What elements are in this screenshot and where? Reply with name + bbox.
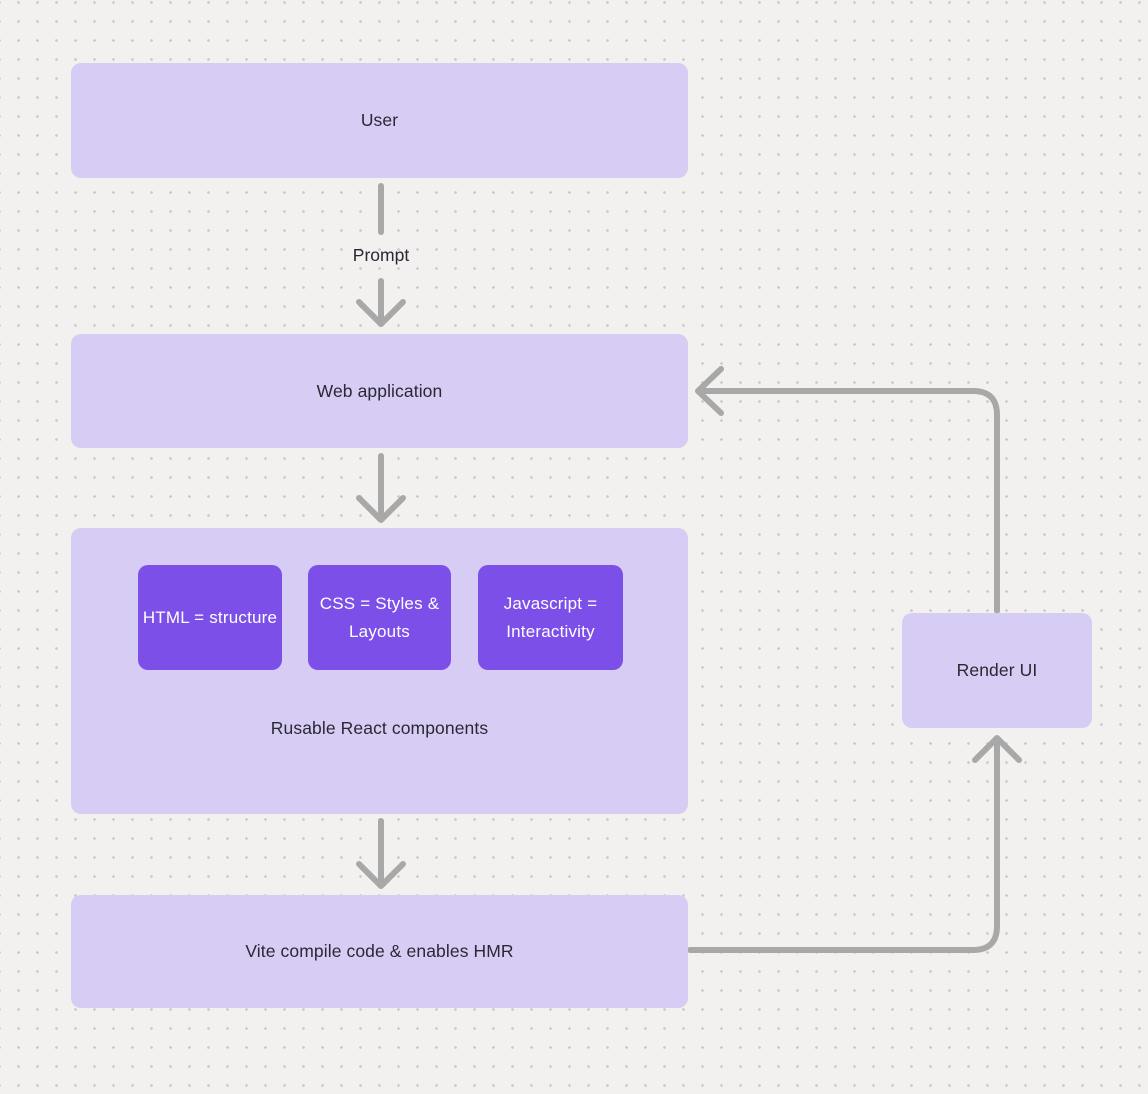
edge-prompt-to-webapp-arrowhead — [356, 299, 406, 327]
node-render-ui: Render UI — [902, 613, 1092, 728]
edge-renderui-to-webapp-arrowhead — [695, 366, 724, 416]
node-html-component: HTML = structure — [138, 565, 282, 670]
node-css-component: CSS = Styles & Layouts — [308, 565, 451, 670]
edge-components-to-vite-arrowhead — [356, 861, 406, 889]
node-render-ui-label: Render UI — [956, 660, 1038, 680]
edge-vite-to-renderui-shaft — [687, 741, 1000, 953]
node-vite: Vite compile code & enables HMR — [71, 895, 688, 1008]
node-components-group-label: Rusable React components — [270, 718, 489, 738]
node-javascript-component: Javascript = Interactivity — [478, 565, 623, 670]
node-web-application-label: Web application — [316, 380, 443, 401]
node-user-label: User — [360, 110, 399, 130]
node-css-component-label: CSS = Styles & Layouts — [319, 593, 440, 641]
node-html-component-label: HTML = structure — [142, 607, 278, 627]
edge-renderui-to-webapp-shaft — [701, 388, 1000, 614]
node-user: User — [71, 63, 688, 178]
node-vite-label: Vite compile code & enables HMR — [245, 941, 514, 961]
node-web-application: Web application — [71, 334, 688, 448]
edge-label-prompt: Prompt — [352, 245, 410, 265]
edge-webapp-to-components-arrowhead — [356, 495, 406, 523]
node-components-group: HTML = structure CSS = Styles & Layouts … — [71, 528, 688, 814]
edge-vite-to-renderui-arrowhead — [972, 735, 1022, 763]
node-javascript-component-label: Javascript = Interactivity — [503, 593, 598, 641]
